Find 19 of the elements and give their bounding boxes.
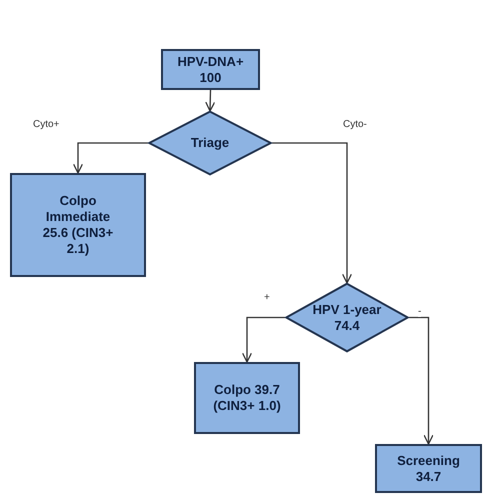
edge-label: Cyto+: [33, 119, 60, 130]
node-label: Triage: [190, 135, 230, 151]
process-box: [161, 49, 260, 90]
decision-diamond: [148, 111, 272, 175]
process-box: [375, 444, 482, 493]
process-box: [194, 362, 300, 434]
decision-diamond: [285, 283, 409, 352]
arrow: [242, 316, 285, 363]
node-label: Screening 34.7: [396, 452, 461, 484]
arrow: [409, 316, 434, 445]
process-box: [10, 173, 146, 277]
node-label: HPV-DNA+ 100: [176, 54, 245, 86]
node-label: Colpo Immediate 25.6 (CIN3+ 2.1): [42, 193, 114, 257]
edge-label: Cyto-: [343, 119, 367, 130]
arrow: [72, 142, 148, 174]
arrow: [272, 142, 352, 284]
arrow: [205, 90, 216, 112]
node-label: Colpo 39.7 (CIN3+ 1.0): [212, 382, 282, 414]
node-label: HPV 1-year 74.4: [312, 302, 382, 334]
